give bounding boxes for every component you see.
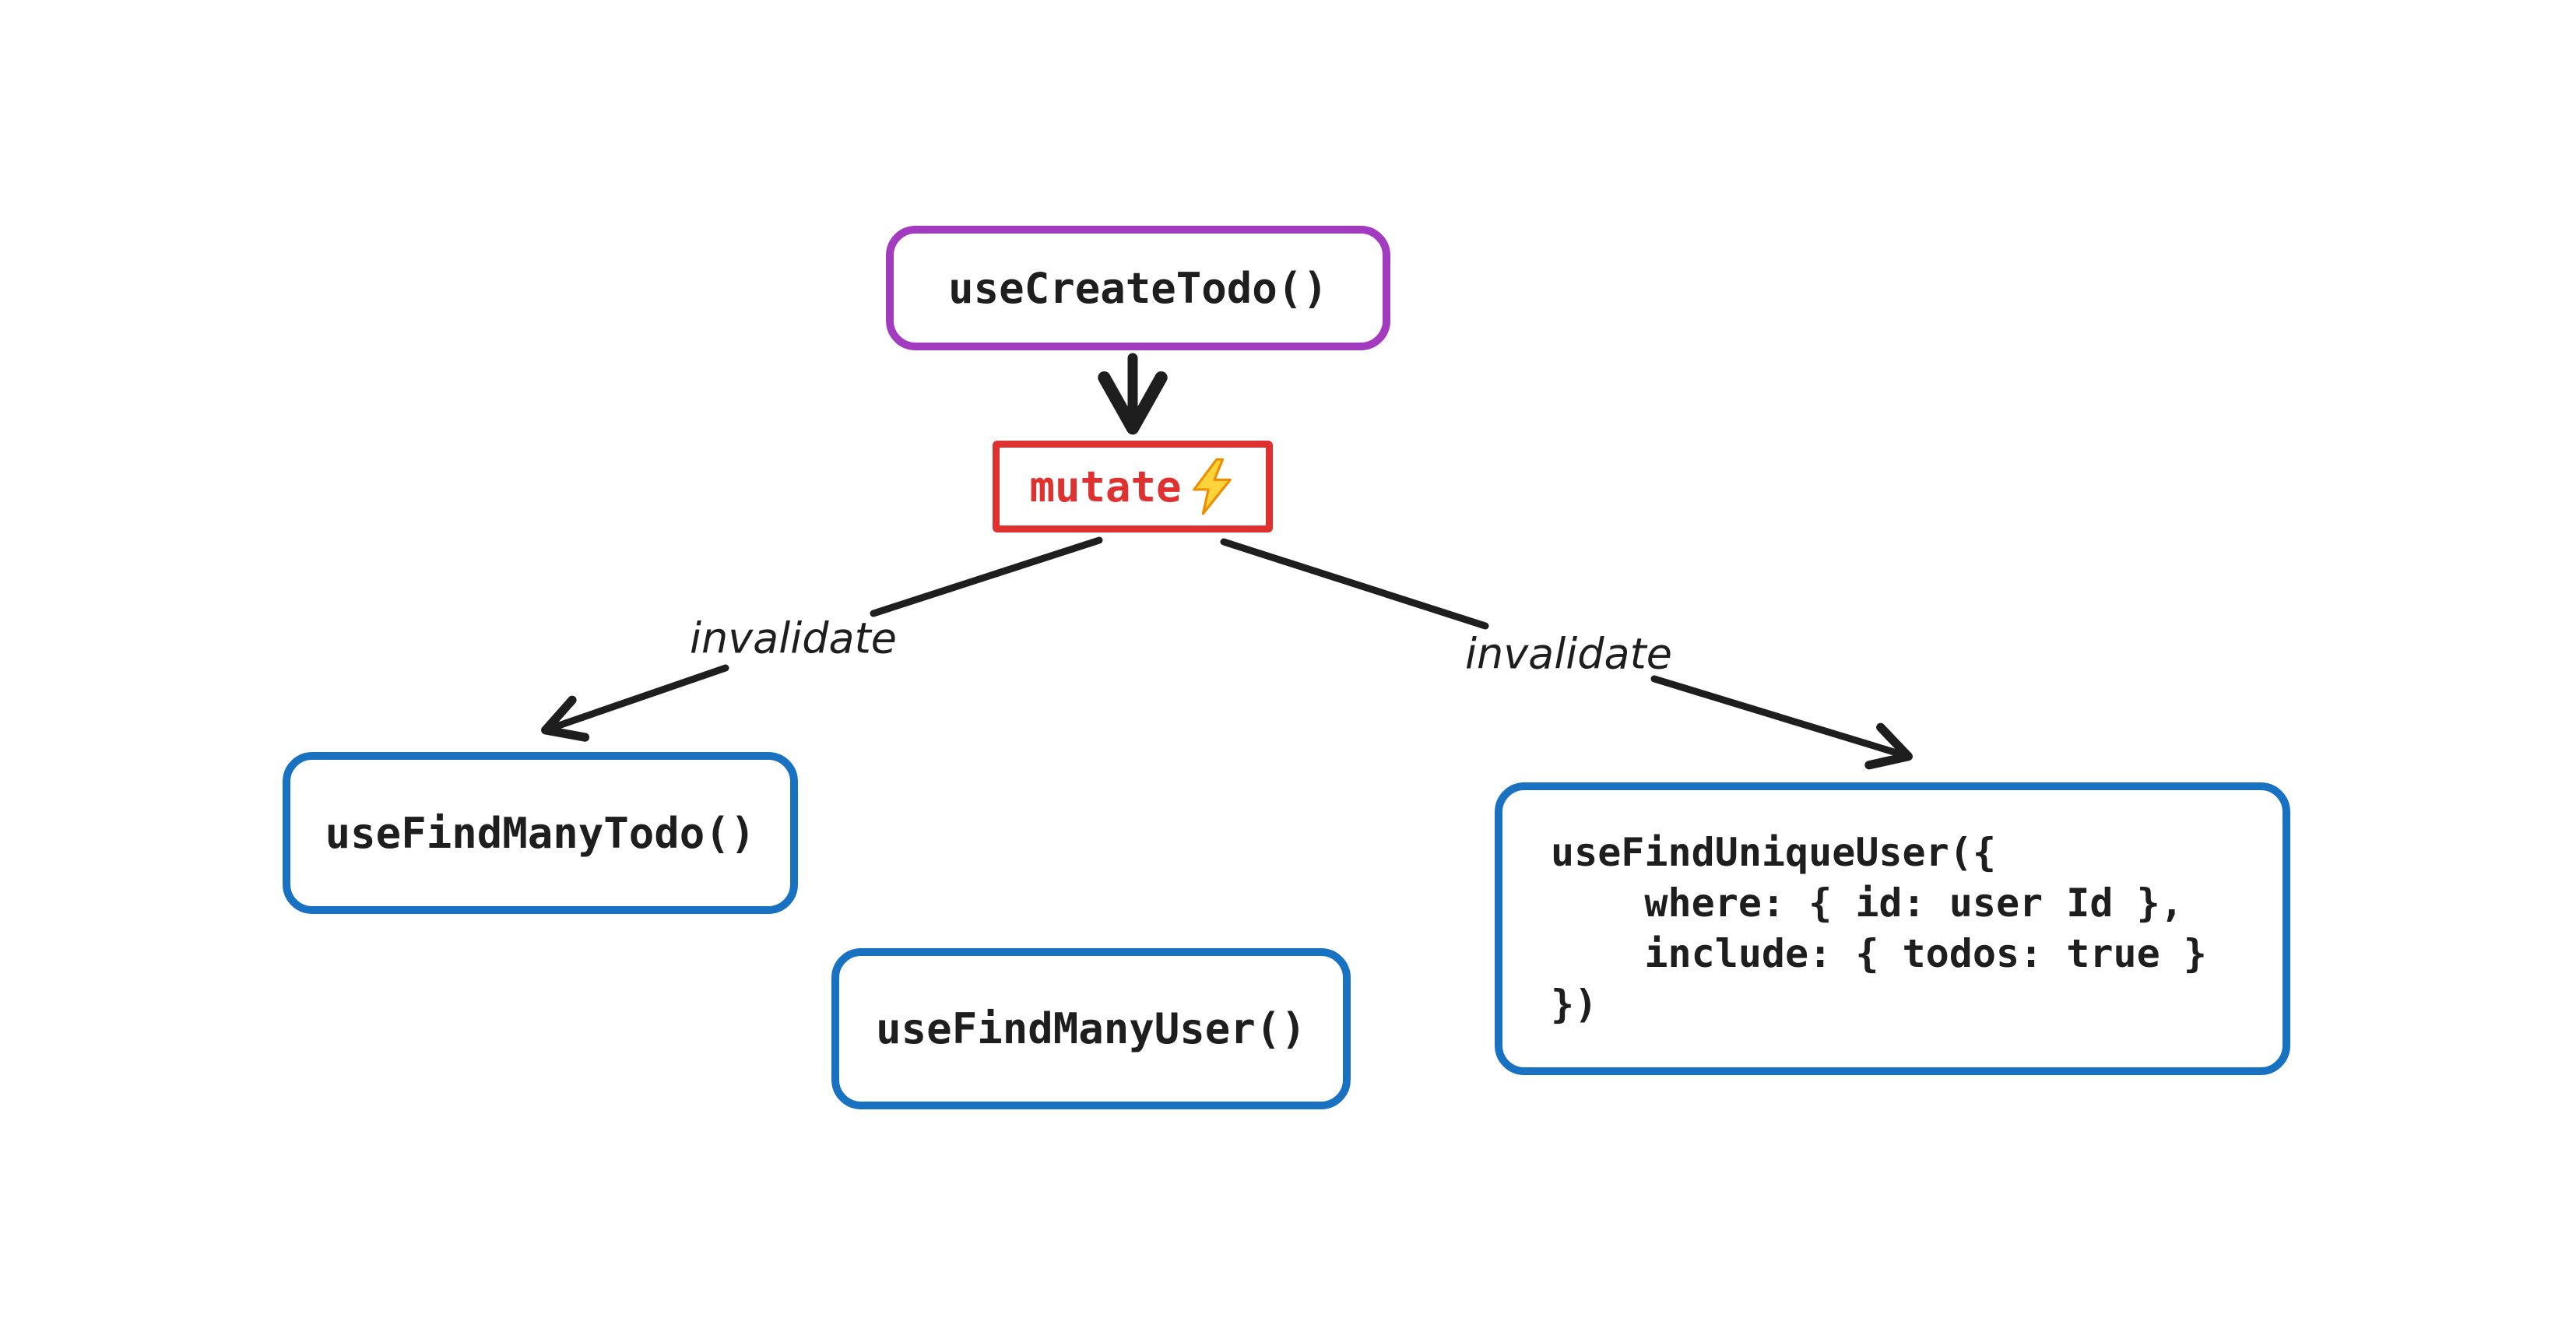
- arrow-mutate-to-findmanytodo-upper: [870, 536, 1103, 617]
- node-use-create-todo: useCreateTodo(): [886, 226, 1390, 350]
- node-use-find-unique-user: useFindUniqueUser({ where: { id: user Id…: [1495, 782, 2290, 1075]
- code-line-4: }): [1551, 982, 1598, 1027]
- node-use-find-many-user-label: useFindManyUser(): [876, 1004, 1306, 1053]
- node-use-find-many-user: useFindManyUser(): [831, 948, 1351, 1109]
- node-mutate: mutate: [993, 441, 1273, 532]
- edge-label-invalidate-right: invalidate: [1464, 629, 1673, 679]
- code-line-1: useFindUniqueUser({: [1551, 830, 1996, 875]
- node-mutate-label: mutate: [1029, 462, 1182, 511]
- code-line-3: include: { todos: true }: [1551, 931, 2207, 976]
- node-use-create-todo-label: useCreateTodo(): [948, 263, 1328, 313]
- arrow-mutate-to-finduniqueuser-lower: [1650, 675, 1914, 770]
- arrow-mutate-to-findmanytodo-lower: [541, 664, 729, 742]
- arrow-mutate-to-finduniqueuser-upper: [1220, 538, 1489, 630]
- lightning-icon: [1192, 458, 1232, 515]
- code-line-2: where: { id: user Id },: [1551, 880, 2184, 926]
- edge-label-invalidate-left: invalidate: [689, 613, 898, 663]
- node-use-find-many-todo-label: useFindManyTodo(): [325, 808, 756, 858]
- node-use-find-many-todo: useFindManyTodo(): [283, 752, 798, 914]
